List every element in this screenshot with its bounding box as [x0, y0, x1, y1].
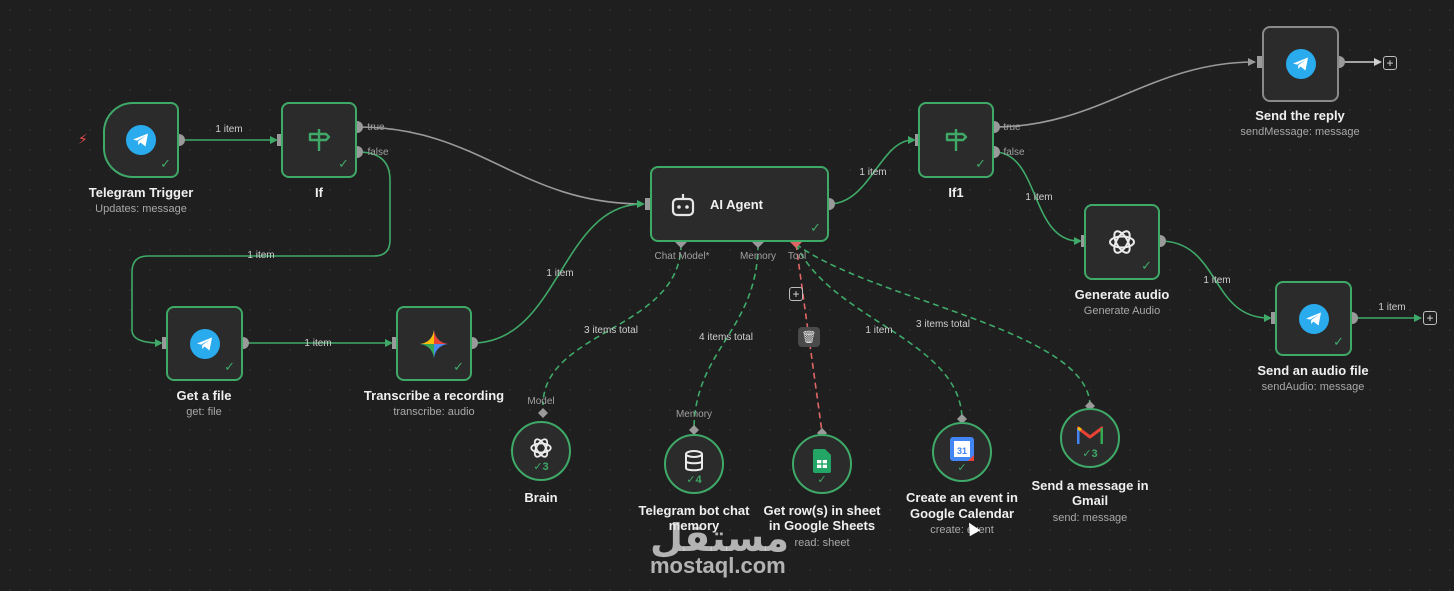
node-title: Create an event in — [906, 490, 1018, 505]
node-title: If — [315, 185, 323, 200]
node-title: Brain — [524, 490, 558, 505]
node-telegram-bot-chat-memory[interactable]: ✓4 — [664, 434, 724, 494]
wire-label: 3 items total — [916, 319, 970, 330]
node-subtitle: sendMessage: message — [1240, 126, 1360, 138]
node-transcribe-recording[interactable]: ✓ — [396, 306, 472, 381]
trigger-bolt-icon: ⚡ — [78, 131, 88, 147]
node-title: AI Agent — [710, 197, 763, 212]
run-count-badge: ✓3 — [533, 461, 549, 473]
port-chat-model-label: Chat Model* — [654, 251, 710, 262]
gemini-star-icon — [420, 329, 448, 358]
add-node-button[interactable]: + — [1423, 311, 1437, 325]
success-check-icon: ✓ — [453, 359, 464, 374]
success-check-icon: ✓ — [810, 220, 821, 235]
telegram-icon — [189, 328, 220, 359]
node-get-rows-google-sheets[interactable]: ✓ — [792, 434, 852, 494]
node-brain[interactable]: ✓3 — [511, 421, 571, 481]
success-check-icon: ✓ — [1141, 258, 1152, 273]
wire-label: 1 item — [865, 325, 893, 336]
success-check-icon: ✓ — [817, 474, 827, 486]
node-title: in Google Sheets — [768, 518, 876, 533]
node-title: Send a message in — [1031, 478, 1149, 493]
port-memory-label: Memory — [675, 409, 713, 420]
output-false-label: false — [1003, 147, 1025, 158]
node-create-event-google-calendar[interactable]: 31 ✓ — [932, 422, 992, 482]
add-tool-button[interactable]: + — [789, 287, 803, 301]
node-generate-audio[interactable]: ✓ — [1084, 204, 1160, 280]
output-false-label: false — [367, 147, 389, 158]
wire-label: 1 item — [247, 250, 275, 261]
wire-label: 1 item — [546, 268, 574, 279]
node-send-reply[interactable] — [1262, 26, 1339, 102]
node-title: Get row(s) in sheet — [763, 503, 881, 518]
node-send-message-gmail[interactable]: ✓3 — [1060, 408, 1120, 468]
output-true-label: true — [1003, 122, 1021, 133]
svg-text:31: 31 — [957, 446, 967, 456]
node-subtitle: send: message — [1052, 512, 1128, 524]
node-subtitle: transcribe: audio — [393, 406, 475, 418]
telegram-icon — [1285, 49, 1316, 79]
node-if[interactable]: ✓ — [281, 102, 357, 178]
wire-label: 1 item — [304, 338, 332, 349]
wire-label: 4 items total — [699, 332, 753, 343]
port-tool-label: Tool — [787, 251, 807, 262]
signpost-icon — [945, 129, 968, 151]
node-subtitle: Updates: message — [95, 203, 187, 215]
wire-label: 1 item — [1025, 192, 1053, 203]
node-title: Send an audio file — [1257, 363, 1369, 378]
wire-label: 1 item — [1203, 275, 1231, 286]
wire-label: 1 item — [215, 124, 243, 135]
node-title: Telegram bot chat — [638, 503, 750, 518]
node-subtitle: create: event — [930, 524, 994, 536]
node-title: memory — [668, 518, 720, 533]
watermark-latin: mostaql.com — [650, 553, 786, 578]
node-title: Transcribe a recording — [363, 388, 505, 403]
port-memory-label: Memory — [739, 251, 777, 262]
node-subtitle: read: sheet — [794, 537, 850, 549]
node-if1[interactable]: ✓ — [918, 102, 994, 178]
node-title: Telegram Trigger — [88, 185, 194, 200]
google-sheets-icon — [813, 448, 831, 473]
google-calendar-icon: 31 — [950, 436, 974, 461]
node-telegram-trigger[interactable]: ✓ — [103, 102, 179, 178]
telegram-icon — [1298, 303, 1329, 334]
success-check-icon: ✓ — [338, 156, 349, 171]
node-title: Generate audio — [1074, 287, 1170, 302]
database-icon — [685, 449, 703, 471]
telegram-icon — [126, 125, 156, 155]
node-subtitle: Generate Audio — [1083, 305, 1161, 317]
node-title: Get a file — [176, 388, 232, 403]
node-title: Send the reply — [1255, 108, 1345, 123]
delete-connection-icon[interactable]: 🗑 — [798, 327, 820, 347]
gmail-icon — [1077, 426, 1103, 444]
wire-label: 1 item — [859, 167, 887, 178]
watermark-arabic: مستقل — [650, 518, 789, 560]
openai-icon — [530, 437, 552, 458]
success-check-icon: ✓ — [224, 359, 235, 374]
success-check-icon: ✓ — [957, 462, 967, 474]
robot-icon — [671, 194, 695, 217]
node-get-file[interactable]: ✓ — [166, 306, 243, 381]
wire-label: 3 items total — [584, 325, 638, 336]
success-check-icon: ✓ — [1333, 334, 1344, 349]
openai-icon — [1109, 230, 1135, 254]
node-ai-agent[interactable]: AI Agent ✓ — [650, 166, 829, 242]
run-count-badge: ✓4 — [686, 474, 702, 486]
success-check-icon: ✓ — [975, 156, 986, 171]
node-subtitle: get: file — [186, 406, 222, 418]
node-title: If1 — [948, 185, 964, 200]
signpost-icon — [308, 129, 331, 151]
run-count-badge: ✓3 — [1082, 448, 1098, 460]
port-model-label: Model — [527, 396, 555, 407]
add-node-button[interactable]: + — [1383, 56, 1397, 70]
wire-label: 1 item — [1378, 302, 1406, 313]
node-send-audio-file[interactable]: ✓ — [1275, 281, 1352, 356]
success-check-icon: ✓ — [160, 156, 171, 171]
node-subtitle: sendAudio: message — [1261, 381, 1365, 393]
node-title: Google Calendar — [909, 506, 1015, 521]
node-title: Gmail — [1071, 493, 1109, 508]
output-true-label: true — [367, 122, 385, 133]
